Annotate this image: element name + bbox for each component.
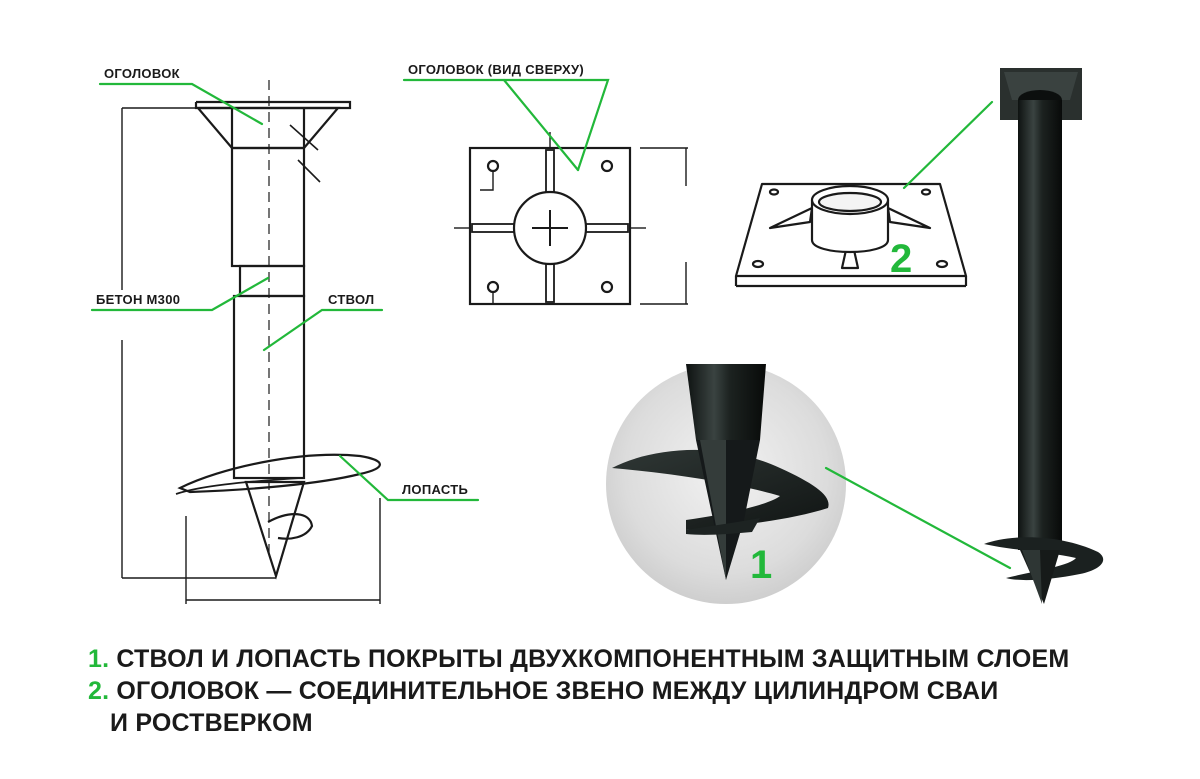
- label-head: ОГОЛОВОК: [104, 66, 180, 81]
- marker-2: 2: [890, 237, 912, 281]
- head-top-view-drawing: [454, 132, 688, 306]
- caption-2-text-line2: И РОСТВЕРКОМ: [110, 709, 313, 737]
- caption-2-continued: И РОСТВЕРКОМ: [110, 708, 313, 738]
- leader-top-view-diag: [502, 78, 580, 172]
- label-shaft: СТВОЛ: [328, 292, 374, 307]
- caption-2-number: 2.: [88, 677, 110, 705]
- marker-1: 1: [750, 543, 772, 587]
- leader-lines: [90, 78, 1012, 570]
- leader-concrete: [90, 276, 270, 312]
- head-3d-drawing: [734, 182, 968, 288]
- leader-head: [98, 82, 264, 126]
- label-concrete: БЕТОН М300: [96, 292, 180, 307]
- caption-1-number: 1.: [88, 645, 110, 673]
- leader-shaft: [262, 308, 384, 352]
- leader-marker-1: [824, 466, 1012, 570]
- pile-photo: [984, 68, 1104, 604]
- caption-2: 2. ОГОЛОВОК — СОЕДИНИТЕЛЬНОЕ ЗВЕНО МЕЖДУ…: [88, 676, 998, 706]
- leader-head-top-view: [402, 78, 610, 172]
- label-head-top-view: ОГОЛОВОК (ВИД СВЕРХУ): [408, 62, 584, 77]
- blade-closeup-photo: [606, 364, 846, 604]
- caption-2-text: ОГОЛОВОК — СОЕДИНИТЕЛЬНОЕ ЗВЕНО МЕЖДУ ЦИ…: [116, 677, 999, 705]
- pile-side-view-drawing: [121, 80, 381, 604]
- label-blade: ЛОПАСТЬ: [402, 482, 468, 497]
- labels: ОГОЛОВОК ОГОЛОВОК (ВИД СВЕРХУ) БЕТОН М30…: [96, 62, 912, 587]
- caption-1-text: СТВОЛ И ЛОПАСТЬ ПОКРЫТЫ ДВУХКОМПОНЕНТНЫМ…: [116, 645, 1070, 673]
- caption-1: 1. СТВОЛ И ЛОПАСТЬ ПОКРЫТЫ ДВУХКОМПОНЕНТ…: [88, 644, 1069, 674]
- leader-blade: [338, 454, 480, 502]
- leader-marker-2: [902, 100, 994, 190]
